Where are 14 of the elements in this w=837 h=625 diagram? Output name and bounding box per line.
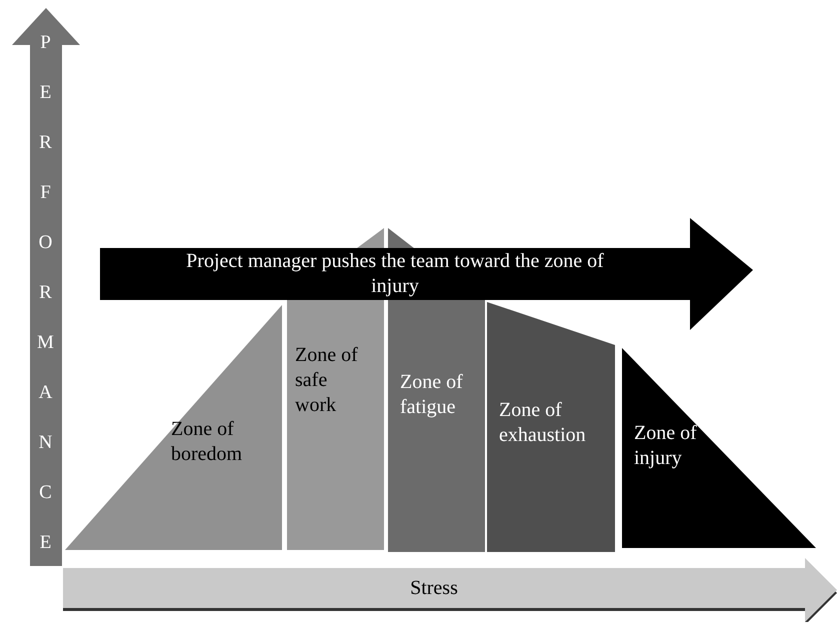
boredom-zone <box>65 305 282 550</box>
zone-label: Zone of exhaustion <box>499 398 587 448</box>
exhaustion-zone <box>487 302 615 552</box>
push-arrow <box>100 218 753 330</box>
zone-label: Zone of injury <box>634 421 698 471</box>
performance-axis-arrow <box>12 8 80 566</box>
zone-label: Zone of safe work <box>295 343 359 418</box>
injury-zone <box>622 348 816 548</box>
zone-label: Zone of boredom <box>171 417 244 467</box>
zone-label: Zone of fatigue <box>400 370 464 420</box>
axis-title: PERFORMANCE <box>36 31 55 555</box>
stress-axis-arrow <box>63 558 837 622</box>
axis-title: Stress <box>409 576 459 601</box>
arrow-text: Project manager pushes the team toward the zone of injury <box>185 249 605 299</box>
